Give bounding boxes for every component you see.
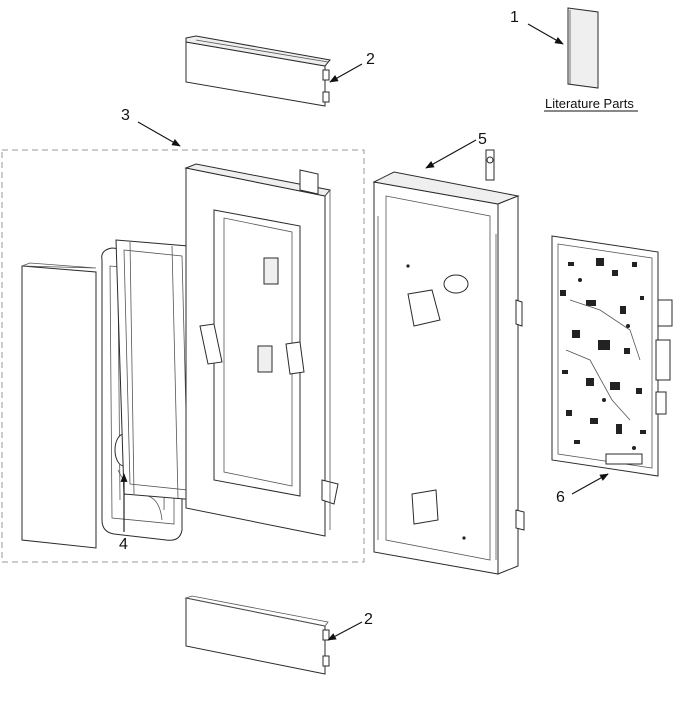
- callout-1: 1: [510, 9, 519, 26]
- bottom-trim-strip[interactable]: [184, 595, 330, 675]
- front-overlay-panel[interactable]: [21, 262, 97, 549]
- literature-booklet[interactable]: [567, 7, 599, 89]
- callout-4: 4: [119, 536, 128, 553]
- callout-2-top: 2: [366, 51, 375, 68]
- top-trim-strip[interactable]: [185, 35, 331, 107]
- control-panel-bezel[interactable]: [184, 163, 339, 537]
- leader-3: [137, 121, 181, 147]
- callout-5: 5: [478, 131, 487, 148]
- callout-2-bottom: 2: [364, 611, 373, 628]
- electronic-control-board[interactable]: [551, 235, 673, 477]
- assembly-kit-boundary: [1, 149, 365, 563]
- control-box-housing[interactable]: [372, 149, 525, 575]
- leader-6: [571, 473, 609, 495]
- leader-5: [425, 139, 477, 169]
- leader-2-top: [329, 63, 363, 83]
- leader-2-bottom: [327, 621, 363, 641]
- literature-parts-label: Literature Parts: [545, 96, 634, 111]
- callout-3: 3: [121, 107, 130, 124]
- pcb-components: [560, 258, 646, 450]
- leader-1: [527, 23, 564, 45]
- callout-6: 6: [556, 489, 565, 506]
- lens-housing-frame[interactable]: [115, 239, 197, 501]
